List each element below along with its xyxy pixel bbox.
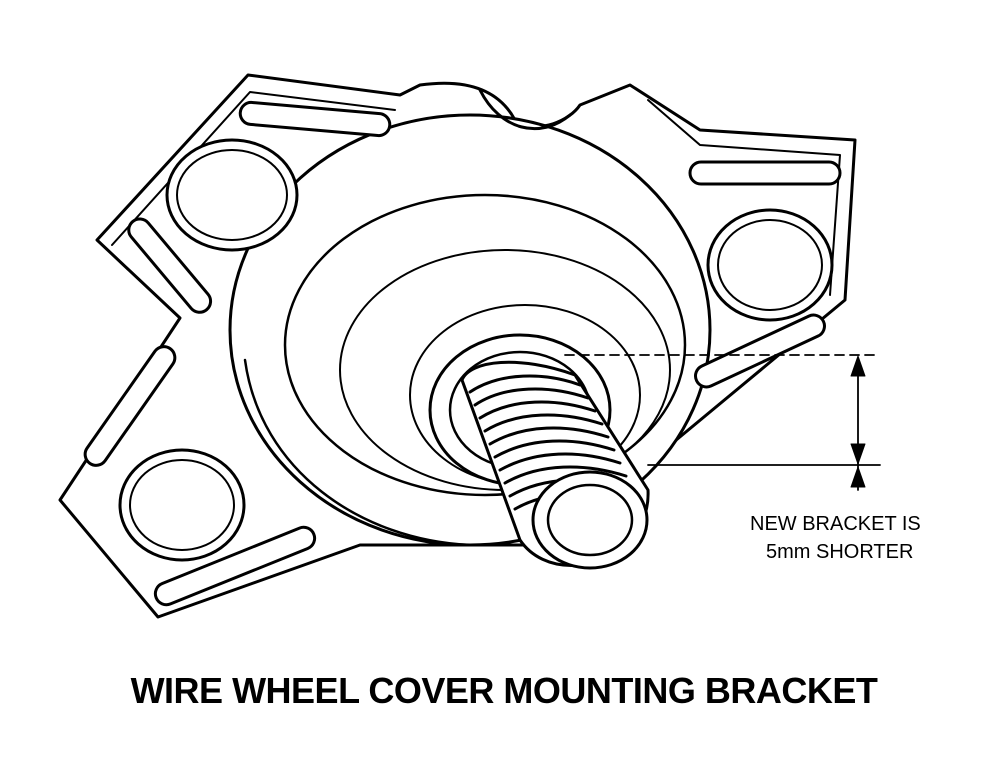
annotation-line-2: 5mm SHORTER (766, 541, 914, 563)
slots (83, 100, 842, 607)
slot-top (238, 100, 392, 138)
annotation-line-1: NEW BRACKET IS (750, 513, 921, 535)
arrow-up-lower-icon (850, 466, 866, 488)
top-notch (478, 88, 572, 131)
stud-end-face (531, 470, 649, 570)
diagram-caption: WIRE WHEEL COVER MOUNTING BRACKET (130, 670, 878, 711)
round-holes (118, 138, 834, 562)
slot-bottom (153, 525, 317, 607)
round-hole-bottom-left (118, 448, 246, 562)
arrow-up-icon (850, 355, 866, 377)
slot-top-right (688, 160, 842, 186)
dome-ring-1 (283, 193, 687, 497)
round-hole-top-left (165, 138, 299, 252)
dome-shadow-arc (243, 358, 472, 547)
arrow-down-icon (850, 443, 866, 465)
slot-lower-left (83, 345, 177, 467)
slot-left (127, 217, 213, 314)
slot-right-lower (694, 313, 826, 389)
round-hole-right (706, 208, 834, 322)
dimension-arrows (850, 355, 866, 488)
plate-inner-rim (111, 91, 841, 296)
stud-end-bore (546, 483, 634, 557)
